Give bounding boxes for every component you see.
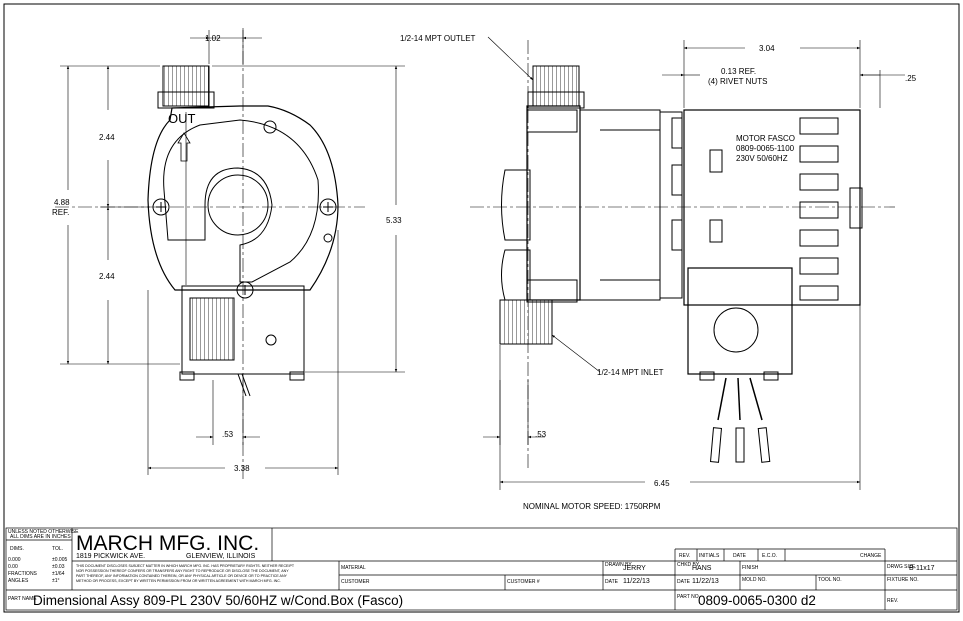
- tol-row-3-tol: ±1°: [52, 578, 60, 584]
- drawing-text: 1.02 2.44 2.44 4.88 REF. 5.33 .53 3.38 3…: [52, 34, 917, 511]
- drawn-by-label: DRAWN BY: [605, 562, 632, 568]
- disclaimer-line-1: NOR POSSESSION THEREOF CONFERS OR TRANSF…: [76, 569, 289, 573]
- dim-1-02: 1.02: [205, 34, 221, 43]
- tol-row-1-dim: 0.00: [8, 564, 18, 570]
- outlet-label: 1/2-14 MPT OUTLET: [400, 34, 476, 43]
- customer-no-label: CUSTOMER #: [507, 579, 540, 585]
- dim-3-38: 3.38: [234, 464, 250, 473]
- side-view: [470, 40, 895, 470]
- dim-6-45: 6.45: [654, 479, 670, 488]
- dim-4-88: 4.88: [54, 198, 70, 207]
- disclaimer-line-0: THIS DOCUMENT DISCLOSES SUBJECT MATTER I…: [76, 564, 295, 568]
- chkd-by-label: CHKD BY: [677, 562, 700, 568]
- part-name-label: PART NAME: [8, 596, 37, 602]
- finish-label: FINISH: [742, 565, 759, 571]
- drawn-date-label: DATE: [605, 579, 619, 585]
- chkd-by-value: HANS: [692, 565, 712, 572]
- chkd-date-value: 11/22/13: [692, 578, 719, 585]
- tol-row-3-dim: ANGLES: [8, 578, 29, 584]
- date-header: DATE: [733, 553, 747, 559]
- dim-3-04: 3.04: [759, 44, 775, 53]
- chkd-date-label: DATE: [677, 579, 691, 585]
- drawn-date-value: 11/22/13: [623, 578, 650, 585]
- front-view-dimensions: [60, 30, 405, 475]
- eco-header: E.C.O.: [762, 553, 777, 559]
- company-name: MARCH MFG. INC.: [76, 532, 259, 555]
- tol-row-1-tol: ±0.03: [52, 564, 65, 570]
- dim-2-44-lower: 2.44: [99, 272, 115, 281]
- side-view-dimensions: [483, 36, 905, 490]
- tol-header: TOL.: [52, 546, 63, 552]
- drwg-size-value: B-11x17: [909, 565, 935, 572]
- company-city: GLENVIEW, ILLINOIS: [186, 553, 256, 560]
- motor-label-2: 0809-0065-1100: [736, 144, 795, 153]
- motor-label-1: MOTOR FASCO: [736, 134, 795, 143]
- initials-header: INITIALS: [699, 553, 720, 559]
- rivet-nuts-label: (4) RIVET NUTS: [708, 77, 767, 86]
- company-address: 1819 PICKWICK AVE.: [76, 553, 145, 560]
- rev-label: REV.: [887, 598, 898, 604]
- customer-label: CUSTOMER: [341, 579, 370, 585]
- disclaimer-line-3: METHOD OR PROCESS, EXCEPT BY WRITTEN PER…: [76, 579, 281, 583]
- dim-4-88-ref: REF.: [52, 208, 69, 217]
- tol-row-2-tol: ±1/64: [52, 571, 65, 577]
- dim-053-left: .53: [222, 430, 234, 439]
- dims-header: DIMS.: [10, 546, 24, 552]
- front-view: [55, 28, 365, 480]
- inlet-label: 1/2-14 MPT INLET: [597, 368, 664, 377]
- rivet-ref-label: 0.13 REF.: [721, 67, 756, 76]
- dim-5-33: 5.33: [386, 216, 402, 225]
- tool-no-label: TOOL NO.: [818, 577, 842, 583]
- out-label: OUT: [168, 111, 196, 126]
- all-dims-inches: ALL DIMS ARE IN INCHES: [10, 534, 71, 540]
- tol-row-2-dim: FRACTIONS: [8, 571, 38, 577]
- material-label: MATERIAL: [341, 565, 366, 571]
- fixture-no-label: FIXTURE NO.: [887, 577, 919, 583]
- part-no-label: PART NO.: [677, 594, 700, 600]
- unless-noted: UNLESS NOTED OTHERWISE: [8, 529, 79, 535]
- drawn-by-value: JERRY: [623, 565, 646, 572]
- disclaimer-line-2: PART THEREOF, ANY INFORMATION CONTAINED …: [76, 574, 288, 578]
- title-block-text: UNLESS NOTED OTHERWISE ALL DIMS ARE IN I…: [8, 529, 935, 608]
- page-border: [3, 3, 960, 613]
- rev-header: REV.: [679, 553, 690, 559]
- mold-no-label: MOLD NO.: [742, 577, 767, 583]
- tol-row-0-dim: 0.000: [8, 557, 21, 563]
- part-name-value: Dimensional Assy 809-PL 230V 50/60HZ w/C…: [33, 593, 403, 608]
- dim-053-right: .53: [535, 430, 547, 439]
- dim-2-44-upper: 2.44: [99, 133, 115, 142]
- drwg-size-label: DRWG SIZE: [887, 564, 916, 570]
- tol-row-0-tol: ±0.005: [52, 557, 67, 563]
- title-block: [5, 527, 958, 611]
- change-header: CHANGE: [860, 553, 882, 559]
- dim-025: .25: [905, 74, 917, 83]
- motor-speed-note: NOMINAL MOTOR SPEED: 1750RPM: [523, 502, 661, 511]
- part-no-value: 0809-0065-0300 d2: [698, 593, 816, 608]
- motor-label-3: 230V 50/60HZ: [736, 154, 788, 163]
